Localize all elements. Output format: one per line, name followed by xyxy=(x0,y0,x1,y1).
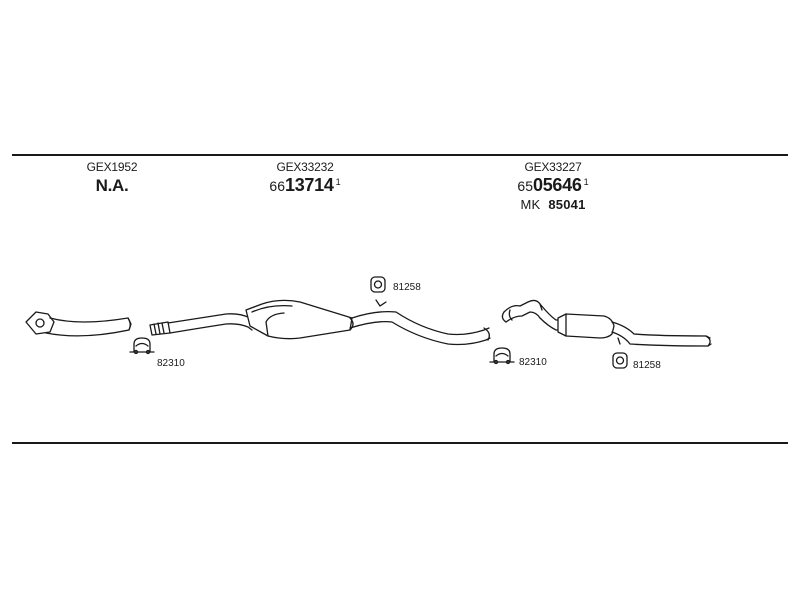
part-number-value: 05646 xyxy=(533,175,582,195)
mk-value: 85041 xyxy=(548,197,586,212)
not-available-label: N.A. xyxy=(95,176,129,195)
part-number-value: 13714 xyxy=(285,175,334,195)
hanger-label: 81258 xyxy=(393,282,421,293)
part-code: GEX33232 xyxy=(276,160,334,174)
mk-label: MK xyxy=(520,197,541,212)
part-number-prefix: 66 xyxy=(269,178,285,194)
rear-silencer-assembly xyxy=(501,299,712,347)
front-pipe xyxy=(25,311,132,337)
mk-reference: MK 85041 xyxy=(498,197,608,212)
column-front-pipe: GEX1952 N.A. xyxy=(62,160,162,196)
top-divider xyxy=(12,154,788,156)
hanger-label: 81258 xyxy=(633,360,661,371)
hanger-icon xyxy=(370,276,386,293)
middle-silencer-assembly xyxy=(149,299,491,346)
bottom-divider xyxy=(12,442,788,444)
clamp-label: 82310 xyxy=(519,357,547,368)
hanger-icon xyxy=(612,352,628,369)
part-number-superscript: 1 xyxy=(335,177,341,187)
part-number-prefix: 65 xyxy=(517,178,533,194)
clamp-icon xyxy=(489,347,515,365)
clamp-label: 82310 xyxy=(157,358,185,369)
part-number-superscript: 1 xyxy=(583,177,589,187)
part-code: GEX33227 xyxy=(524,160,582,174)
clamp-icon xyxy=(129,337,155,355)
part-code: GEX1952 xyxy=(86,160,138,174)
